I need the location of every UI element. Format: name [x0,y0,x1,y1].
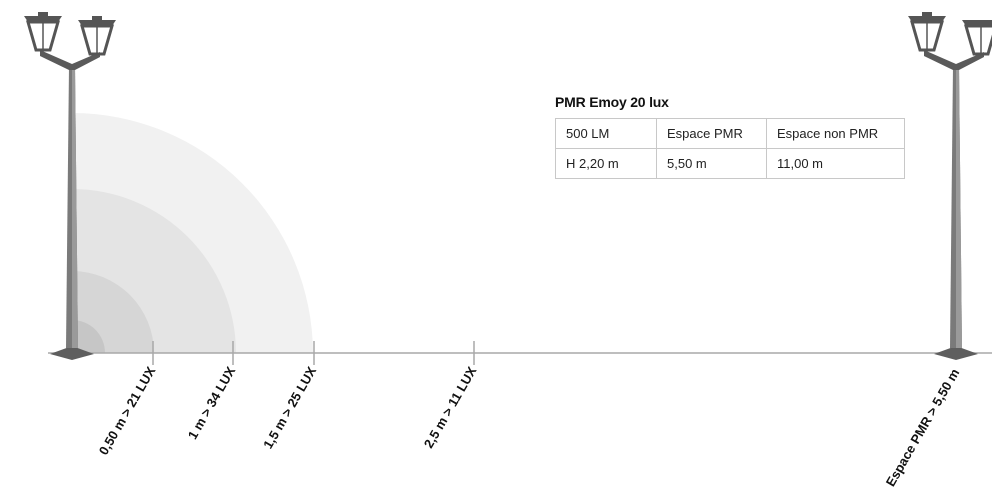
right-lamp-post [908,12,992,360]
left-lantern-2 [78,16,116,56]
right-lantern-2 [962,20,992,56]
spec-cell-non-pmr-header: Espace non PMR [766,118,905,149]
left-lantern-1 [24,12,62,52]
spec-table-row: H 2,20 m 5,50 m 11,00 m [555,148,905,179]
spec-cell-non-pmr-value: 11,00 m [766,148,905,179]
spec-cell-pmr-value: 5,50 m [656,148,767,179]
right-lantern-1 [908,12,946,52]
spec-cell-pmr-header: Espace PMR [656,118,767,149]
spec-cell-lumens: 500 LM [555,118,657,149]
spec-table: 500 LM Espace PMR Espace non PMR H 2,20 … [555,118,905,179]
illumination-zone-core [72,320,105,353]
spec-table-title: PMR Emoy 20 lux [555,94,669,110]
left-lamp-post [24,12,116,360]
spec-cell-height: H 2,20 m [555,148,657,179]
spec-table-row: 500 LM Espace PMR Espace non PMR [555,118,905,149]
